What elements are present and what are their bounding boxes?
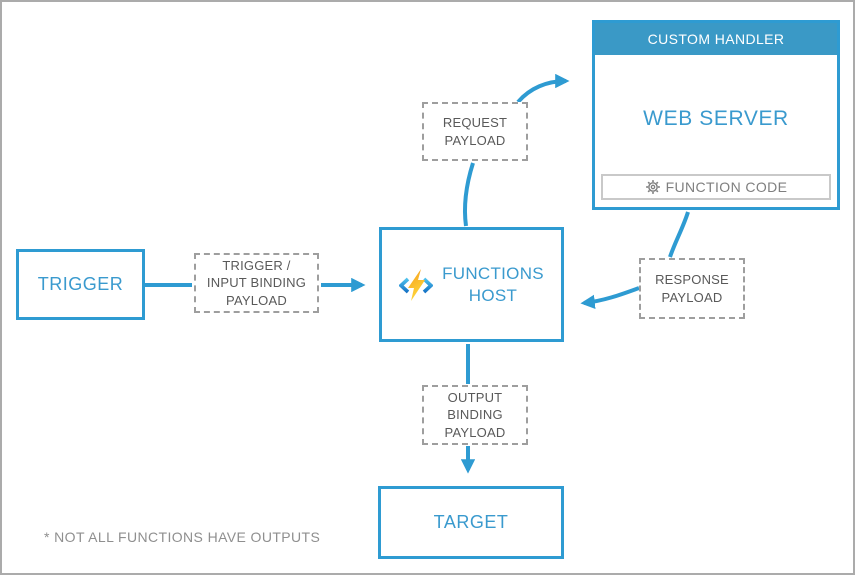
trigger-node: TRIGGER: [16, 249, 145, 320]
function-code-node: FUNCTION CODE: [601, 174, 831, 200]
request-payload-line: REQUEST: [442, 115, 508, 131]
arrow-handler-to-response-payload: [668, 211, 690, 258]
target-label: TARGET: [433, 512, 509, 532]
request-payload-node: REQUEST PAYLOAD: [422, 102, 528, 161]
azure-functions-lightning-icon: [399, 268, 434, 302]
input-binding-line: TRIGGER /: [222, 258, 291, 274]
arrow-response-payload-to-host: [580, 286, 640, 310]
custom-handler-header: CUSTOM HANDLER: [595, 23, 837, 55]
functions-host-line: FUNCTIONS: [442, 264, 544, 284]
web-server-label: WEB SERVER: [643, 107, 789, 130]
input-binding-payload-node: TRIGGER / INPUT BINDING PAYLOAD: [194, 253, 319, 313]
arrow-request-payload-to-handler: [516, 73, 570, 104]
function-code-label: FUNCTION CODE: [665, 179, 788, 195]
trigger-label: TRIGGER: [37, 274, 124, 294]
input-binding-line: INPUT BINDING: [206, 275, 307, 291]
output-binding-line: BINDING: [447, 407, 503, 423]
functions-host-line: HOST: [468, 285, 518, 305]
custom-handler-body: WEB SERVER: [595, 55, 837, 207]
request-payload-line: PAYLOAD: [444, 132, 506, 148]
output-binding-line: OUTPUT: [447, 390, 503, 406]
footnote: * NOT ALL FUNCTIONS HAVE OUTPUTS: [44, 529, 321, 545]
functions-host-node: FUNCTIONS HOST: [379, 227, 564, 342]
custom-handler-node: CUSTOM HANDLER WEB SERVER: [592, 20, 840, 210]
response-payload-line: RESPONSE: [655, 272, 729, 288]
functions-host-label: FUNCTIONS HOST: [442, 263, 544, 306]
output-binding-line: PAYLOAD: [444, 424, 506, 440]
input-binding-line: PAYLOAD: [226, 292, 287, 308]
output-binding-payload-node: OUTPUT BINDING PAYLOAD: [422, 385, 528, 445]
response-payload-line: PAYLOAD: [661, 289, 723, 305]
arrow-host-to-request-payload: [462, 162, 475, 227]
response-payload-node: RESPONSE PAYLOAD: [639, 258, 745, 319]
gear-icon: [645, 179, 661, 195]
target-node: TARGET: [378, 486, 564, 559]
